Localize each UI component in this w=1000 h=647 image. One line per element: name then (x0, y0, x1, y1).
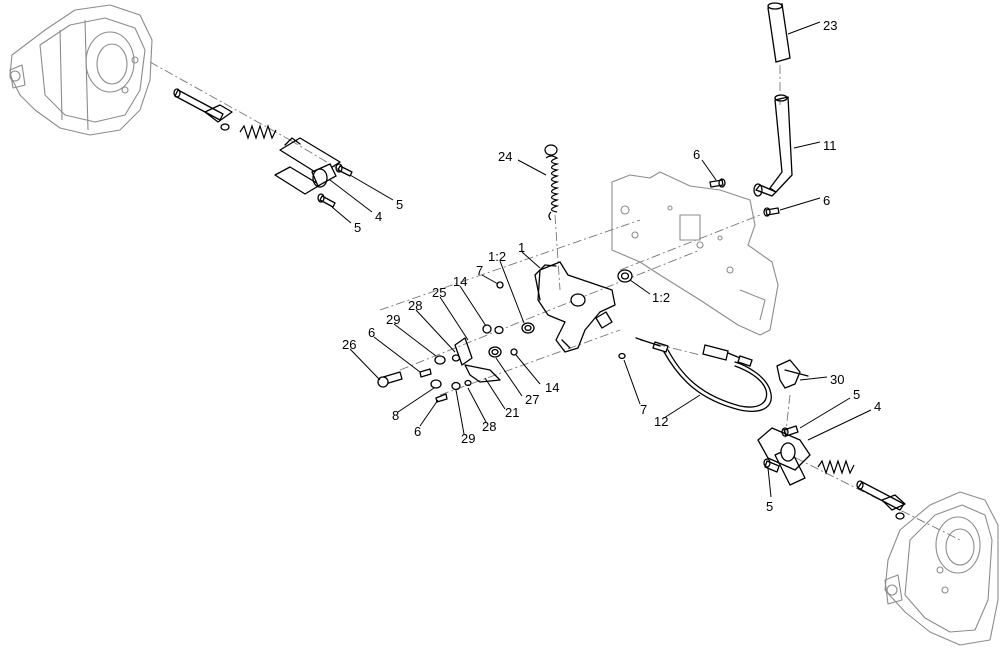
left-bolts (317, 163, 353, 208)
right-brake-rod (856, 480, 906, 520)
leader-lines (329, 21, 872, 498)
right-caster-housing (884, 491, 999, 646)
callout-c6a: 6 (693, 147, 700, 162)
callout-c25: 25 (432, 285, 446, 300)
hitch-pin (776, 359, 809, 389)
callout-c8: 8 (392, 408, 399, 423)
right-brake-spring (817, 459, 855, 475)
callout-c5b: 5 (354, 220, 361, 235)
callout-c6b: 6 (823, 193, 830, 208)
callout-c1_2a: 1:2 (488, 249, 506, 264)
control-cable (618, 337, 772, 412)
callout-c12: 12 (654, 414, 668, 429)
main-lever-bracket (534, 261, 616, 353)
callout-c28b: 28 (482, 419, 496, 434)
callout-c27: 27 (525, 392, 539, 407)
center-lines (149, 61, 961, 541)
right-brake-bracket (757, 425, 811, 486)
callout-c6d: 6 (414, 424, 421, 439)
callout-c14a: 14 (453, 274, 467, 289)
callout-c1_2b: 1:2 (652, 290, 670, 305)
callout-c29b: 29 (461, 431, 475, 446)
callout-c23: 23 (823, 18, 837, 33)
callout-c26: 26 (342, 337, 356, 352)
extension-spring (544, 144, 560, 221)
hardware-stack (377, 281, 518, 403)
left-brake-bracket (274, 137, 341, 195)
callout-c24: 24 (498, 149, 512, 164)
callout-c5d: 5 (766, 499, 773, 514)
lever-rod (753, 94, 793, 197)
callout-c21: 21 (505, 405, 519, 420)
bushings (521, 269, 633, 334)
left-brake-spring (239, 124, 277, 140)
plate-bolts (709, 178, 780, 217)
callout-c6c: 6 (368, 325, 375, 340)
callout-c14b: 14 (545, 380, 559, 395)
mounting-plate (611, 171, 779, 336)
callout-c29a: 29 (386, 312, 400, 327)
left-caster-housing (9, 4, 153, 136)
callout-c11: 11 (823, 138, 837, 153)
callout-c28a: 28 (408, 298, 422, 313)
callout-c1: 1 (518, 240, 525, 255)
callout-c5a: 5 (396, 197, 403, 212)
callout-c5c: 5 (853, 387, 860, 402)
callout-c4b: 4 (874, 399, 881, 414)
callout-c7b: 7 (640, 402, 647, 417)
callout-c7a: 7 (476, 263, 483, 278)
handle-grip (767, 2, 791, 63)
callout-c30: 30 (830, 372, 844, 387)
callout-c4a: 4 (375, 209, 382, 224)
left-brake-rod (173, 88, 233, 131)
